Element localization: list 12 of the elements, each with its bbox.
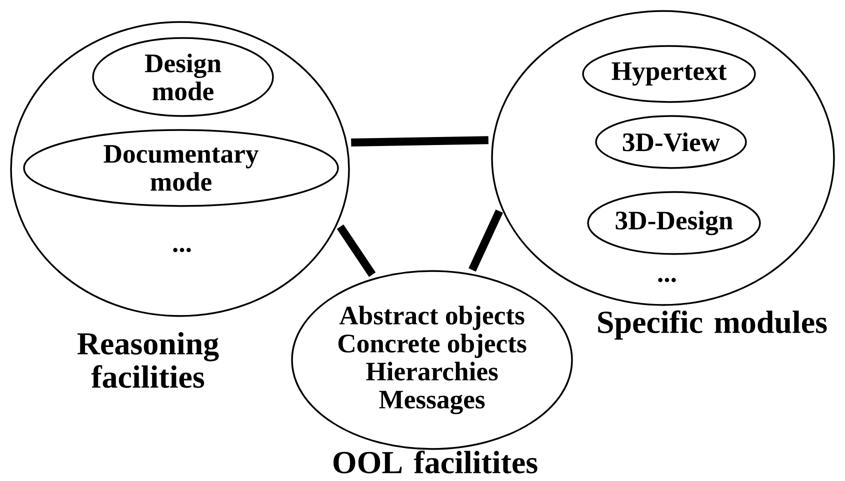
node-label: Abstract objects <box>339 306 524 330</box>
heading: Specific modules <box>598 310 827 340</box>
ellipsis: ... <box>173 248 191 252</box>
connector-bar <box>336 224 376 277</box>
connector-bar <box>351 136 488 146</box>
heading: OOL facilitites <box>333 450 538 474</box>
node-label: Hierarchies <box>366 362 498 381</box>
heading: Reasoning facilities <box>77 332 219 388</box>
ellipsis: ... <box>658 278 676 282</box>
node-label: Concrete objects <box>338 334 526 358</box>
connector-bar <box>468 209 504 272</box>
node-label: Messages <box>379 390 485 414</box>
